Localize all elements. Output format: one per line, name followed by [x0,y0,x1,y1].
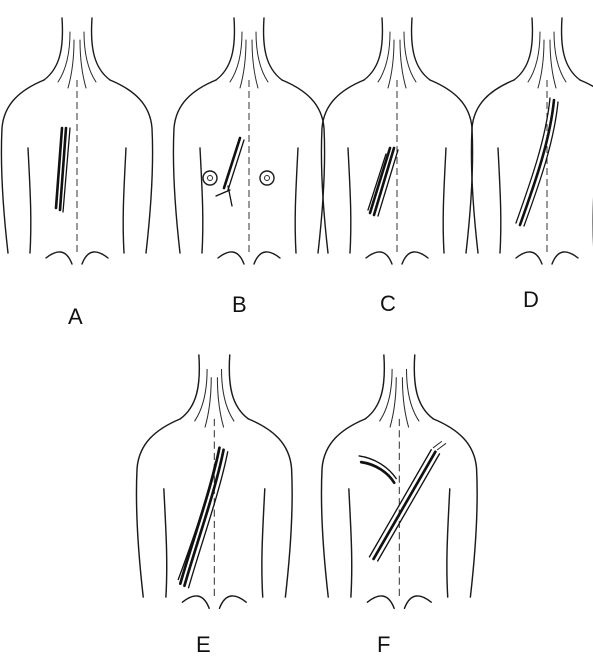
panel-label-b: B [232,292,247,317]
panel-label-f: F [377,632,390,657]
panel-label-e: E [196,632,211,657]
panel-c [321,18,472,264]
panel-b [173,18,324,264]
panel-d [471,18,593,264]
panel-a [1,18,152,264]
panel-e [137,355,293,608]
panel-label-a: A [68,304,83,329]
panel-label-c: C [380,291,396,316]
panel-f [322,355,478,608]
panel-label-d: D [523,287,539,312]
